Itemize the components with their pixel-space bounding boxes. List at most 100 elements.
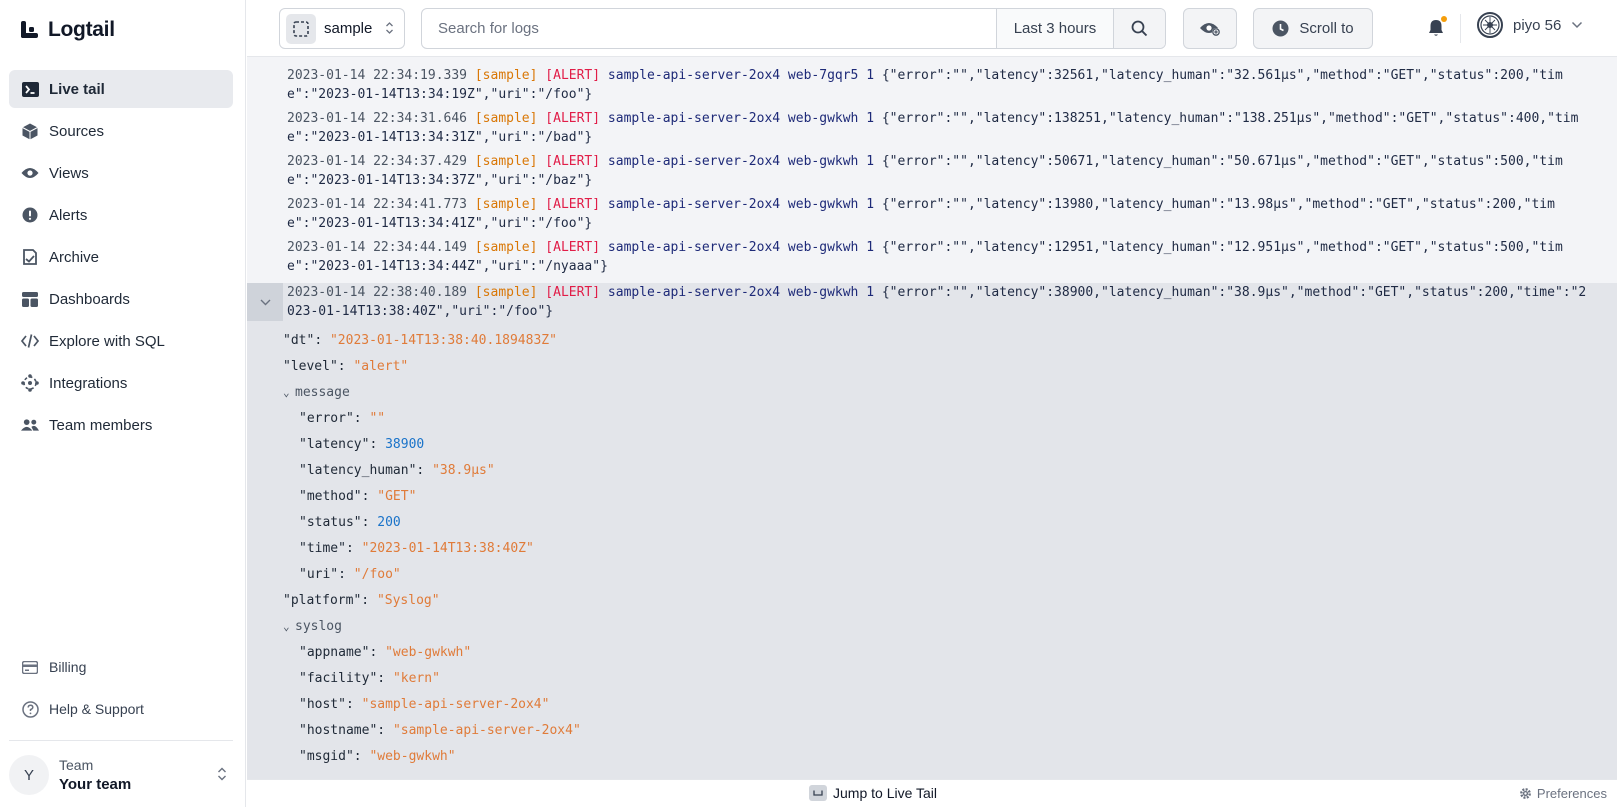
field-value: "web-gwkwh" xyxy=(369,749,456,764)
field-platform[interactable]: "platform": "Syslog" xyxy=(283,593,440,608)
log-level: [ALERT] xyxy=(545,111,601,126)
log-message: {"error":"","latency":138251,"latency_hu… xyxy=(287,111,1579,145)
field-uri[interactable]: "uri": "/foo" xyxy=(299,567,401,582)
field-value: "GET" xyxy=(377,489,417,504)
log-host: sample-api-server-2ox4 web-7gqr5 1 xyxy=(607,68,875,83)
eye-plus-icon xyxy=(1200,22,1220,36)
alert-icon xyxy=(21,206,39,224)
log-source: [sample] xyxy=(474,240,538,255)
field-key: "time" xyxy=(299,541,346,556)
team-switcher[interactable]: Y Team Your team xyxy=(9,752,233,798)
user-name: piyo 56 xyxy=(1513,16,1562,34)
sidebar-item-label: Archive xyxy=(49,248,100,266)
field-error[interactable]: "error": "" xyxy=(299,411,386,426)
sidebar-item-dashboards[interactable]: Dashboards xyxy=(9,280,233,318)
search-icon xyxy=(1131,20,1148,37)
search-input[interactable] xyxy=(422,9,996,48)
scroll-to-label: Scroll to xyxy=(1299,20,1354,37)
sidebar-item-help[interactable]: Help & Support xyxy=(9,690,233,728)
field-value: "" xyxy=(369,411,386,426)
integrations-icon xyxy=(21,374,39,392)
field-hostname[interactable]: "hostname": "sample-api-server-2ox4" xyxy=(299,723,581,738)
field-key: "level" xyxy=(283,359,338,374)
field-value: 200 xyxy=(377,515,401,530)
chevron-down-icon: ⌄ xyxy=(283,386,290,399)
sidebar-item-alerts[interactable]: Alerts xyxy=(9,196,233,234)
sidebar-item-explore-sql[interactable]: Explore with SQL xyxy=(9,322,233,360)
field-key: "error" xyxy=(299,411,354,426)
log-message: {"error":"","latency":32561,"latency_hum… xyxy=(287,68,1563,102)
log-level: [ALERT] xyxy=(545,154,601,169)
log-detail-panel: "dt": "2023-01-14T13:38:40.189483Z" "lev… xyxy=(247,328,1617,779)
field-method[interactable]: "method": "GET" xyxy=(299,489,417,504)
log-level: [ALERT] xyxy=(545,240,601,255)
chevron-down-icon xyxy=(1572,21,1583,29)
field-latency[interactable]: "latency": 38900 xyxy=(299,437,425,452)
log-row-expanded[interactable]: 2023-01-14 22:38:40.189 [sample] [ALERT]… xyxy=(247,283,1617,329)
keyboard-key-icon xyxy=(809,785,827,801)
log-message: {"error":"","latency":38900,"latency_hum… xyxy=(287,285,1587,319)
field-value: "alert" xyxy=(353,359,409,374)
user-menu[interactable]: piyo 56 xyxy=(1477,12,1583,38)
sidebar-item-label: Billing xyxy=(49,659,87,675)
sidebar-item-label: Sources xyxy=(49,122,105,140)
jump-to-live-tail-button[interactable]: Jump to Live Tail xyxy=(809,785,937,801)
log-message: {"error":"","latency":12951,"latency_hum… xyxy=(287,240,1563,274)
views-button[interactable] xyxy=(1183,8,1237,49)
field-level[interactable]: "level": "alert" xyxy=(283,359,409,374)
field-latency-human[interactable]: "latency_human": "38.9µs" xyxy=(299,463,495,478)
field-status[interactable]: "status": 200 xyxy=(299,515,401,530)
field-appname[interactable]: "appname": "web-gwkwh" xyxy=(299,645,472,660)
field-facility[interactable]: "facility": "kern" xyxy=(299,671,440,686)
team-info: Team Your team xyxy=(59,756,131,794)
sidebar-item-label: Team members xyxy=(49,416,153,434)
log-timestamp: 2023-01-14 22:34:37.429 xyxy=(287,154,468,169)
field-key: "method" xyxy=(299,489,362,504)
logtail-logo-icon xyxy=(21,21,38,38)
sidebar-item-label: Integrations xyxy=(49,374,128,392)
log-source: [sample] xyxy=(474,111,538,126)
sidebar-item-sources[interactable]: Sources xyxy=(9,112,233,150)
field-value: 38900 xyxy=(385,437,425,452)
sidebar-item-team-members[interactable]: Team members xyxy=(9,406,233,444)
sidebar: Logtail Live tail Sources Views Alerts xyxy=(0,0,246,807)
terminal-icon xyxy=(21,80,39,98)
dashboard-icon xyxy=(21,290,39,308)
chevron-up-down-icon xyxy=(385,20,394,37)
field-key: "latency" xyxy=(299,437,370,452)
field-key: "uri" xyxy=(299,567,339,582)
search-button[interactable] xyxy=(1113,9,1165,48)
preferences-button[interactable]: Preferences xyxy=(1519,786,1607,801)
notifications-button[interactable] xyxy=(1424,16,1448,40)
log-host: sample-api-server-2ox4 web-gwkwh 1 xyxy=(607,154,875,169)
collapse-button[interactable] xyxy=(247,283,283,321)
sidebar-item-live-tail[interactable]: Live tail xyxy=(9,70,233,108)
logo[interactable]: Logtail xyxy=(20,18,115,42)
field-value: "Syslog" xyxy=(376,593,440,608)
field-time[interactable]: "time": "2023-01-14T13:38:40Z" xyxy=(299,541,534,556)
field-msgid[interactable]: "msgid": "web-gwkwh" xyxy=(299,749,456,764)
log-timestamp: 2023-01-14 22:34:19.339 xyxy=(287,68,468,83)
field-key: "hostname" xyxy=(299,723,378,738)
time-range-button[interactable]: Last 3 hours xyxy=(996,9,1113,48)
log-message: {"error":"","latency":50671,"latency_hum… xyxy=(287,154,1563,188)
sidebar-item-label: Explore with SQL xyxy=(49,332,165,350)
gear-icon xyxy=(1520,788,1531,799)
log-viewer[interactable]: 2023-01-14 22:34:19.339 [sample] [ALERT]… xyxy=(247,57,1617,779)
scroll-to-button[interactable]: Scroll to xyxy=(1253,8,1373,49)
field-dt[interactable]: "dt": "2023-01-14T13:38:40.189483Z" xyxy=(283,333,557,348)
field-key: syslog xyxy=(295,619,342,634)
source-select[interactable]: sample xyxy=(279,8,405,49)
field-host[interactable]: "host": "sample-api-server-2ox4" xyxy=(299,697,550,712)
field-group-syslog[interactable]: ⌄syslog xyxy=(283,618,342,636)
field-group-message[interactable]: ⌄message xyxy=(283,384,350,402)
sidebar-item-label: Views xyxy=(49,164,89,182)
sidebar-item-archive[interactable]: Archive xyxy=(9,238,233,276)
sidebar-item-views[interactable]: Views xyxy=(9,154,233,192)
users-icon xyxy=(21,416,39,434)
log-host: sample-api-server-2ox4 web-gwkwh 1 xyxy=(607,285,875,300)
chevron-down-icon xyxy=(260,299,270,305)
credit-card-icon xyxy=(21,658,39,676)
sidebar-item-billing[interactable]: Billing xyxy=(9,648,233,686)
sidebar-item-integrations[interactable]: Integrations xyxy=(9,364,233,402)
